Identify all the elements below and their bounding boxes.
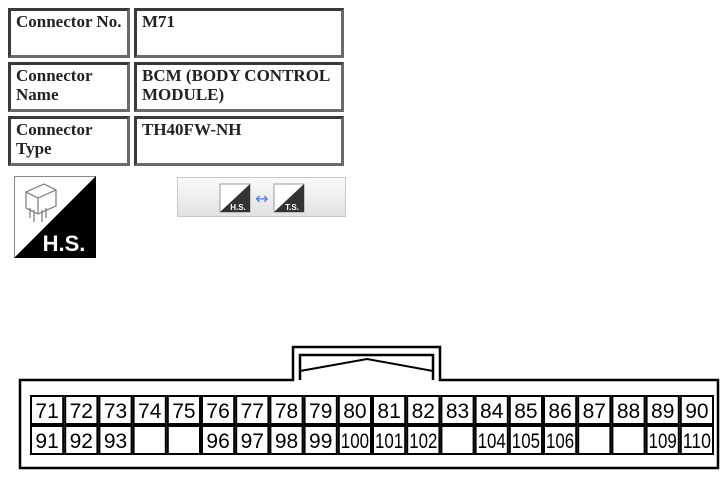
- pin-cavity: [611, 395, 646, 425]
- swap-arrow-icon: ↔: [255, 189, 268, 208]
- pin-cavity: [679, 425, 714, 455]
- pin-cavity: [30, 425, 65, 455]
- connector-diagram: 71 72 73 74 75 76 77 78 79 80 81 82 83 84 85 86 87 88 89 90…: [0, 340, 728, 478]
- pin-number: 98: [275, 430, 298, 453]
- pin-number: 92: [70, 430, 93, 453]
- pin-cavity: [645, 425, 680, 455]
- empty-pin-cavity: [132, 425, 167, 455]
- connector-name-row: Connector Name BCM (BODY CONTROL MODULE): [8, 62, 344, 112]
- view-toggle-button[interactable]: H.S. ↔ T.S.: [177, 177, 346, 217]
- pin-number: 97: [241, 430, 264, 453]
- pin-cavity: [235, 425, 270, 455]
- pin-cavity: [98, 395, 133, 425]
- pin-number: 75: [172, 400, 195, 423]
- empty-pin-cavity: [166, 425, 202, 455]
- pin-number: 83: [446, 400, 469, 423]
- view-label: H.S.: [43, 231, 86, 256]
- pin-cavity: [508, 395, 543, 425]
- pin-cavity: [269, 425, 304, 455]
- connector-no-label: Connector No.: [8, 8, 130, 58]
- pin-cavity: [543, 425, 578, 455]
- pin-number: 78: [275, 400, 298, 423]
- pin-number: 89: [651, 400, 674, 423]
- pin-cavity: [508, 425, 543, 455]
- pin-number: 82: [412, 400, 435, 423]
- connector-type-label: Connector Type: [8, 116, 130, 166]
- pin-cavity: [235, 395, 270, 425]
- terminal-side-small-icon: T.S.: [273, 183, 305, 213]
- pin-cavity: [303, 425, 338, 455]
- pin-cavity: [98, 425, 133, 455]
- pin-cavity: [474, 425, 509, 455]
- pin-cavity: [372, 395, 407, 425]
- harness-side-icon: H.S.: [14, 176, 96, 258]
- pin-number: 91: [35, 430, 58, 453]
- pin-number: 109: [649, 430, 677, 453]
- pin-cavity: [30, 395, 65, 425]
- connector-name-value: BCM (BODY CONTROL MODULE): [134, 62, 344, 112]
- pin-cavity: [64, 425, 99, 455]
- pin-cavity: [440, 395, 475, 425]
- connector-housing: [18, 345, 720, 470]
- connector-name-label: Connector Name: [8, 62, 130, 112]
- pin-cavity: [577, 395, 612, 425]
- pin-number: 100: [341, 430, 369, 453]
- pin-cavity: [132, 395, 167, 425]
- pin-number: 106: [546, 430, 574, 453]
- pin-cavity: [406, 425, 441, 455]
- pin-cavity: [166, 395, 202, 425]
- pin-number: 81: [377, 400, 400, 423]
- pin-cavity: [474, 395, 509, 425]
- pin-number: 102: [409, 430, 437, 453]
- connector-type-row: Connector Type TH40FW-NH: [8, 116, 344, 166]
- pin-number: 99: [309, 430, 332, 453]
- pin-number: 93: [104, 430, 127, 453]
- pin-number: 85: [514, 400, 537, 423]
- pin-number: 84: [480, 400, 504, 423]
- pin-number: 88: [617, 400, 640, 423]
- pin-number: 76: [206, 400, 229, 423]
- pin-number: 79: [309, 400, 332, 423]
- harness-side-small-icon: H.S.: [219, 183, 251, 213]
- pin-cavity: [645, 395, 680, 425]
- pin-cavity: [269, 395, 304, 425]
- connector-no-row: Connector No. M71: [8, 8, 344, 58]
- pin-number: 86: [548, 400, 571, 423]
- pin-number: 80: [343, 400, 366, 423]
- pin-number: 71: [35, 400, 58, 423]
- pin-number: 72: [70, 400, 93, 423]
- empty-pin-cavity: [440, 425, 475, 455]
- pin-cavity: [543, 395, 578, 425]
- pin-cavity: [406, 395, 441, 425]
- toggle-from-label: H.S.: [230, 203, 246, 212]
- connector-type-value: TH40FW-NH: [134, 116, 344, 166]
- pin-number: 87: [583, 400, 606, 423]
- connector-no-value: M71: [134, 8, 344, 58]
- pin-number: 105: [512, 430, 540, 453]
- pin-number: 104: [478, 430, 506, 453]
- pin-cavity: [64, 395, 99, 425]
- pin-cavity: [303, 395, 338, 425]
- pin-number: 77: [241, 400, 264, 423]
- pin-number: 90: [685, 400, 708, 423]
- pin-cavity: [337, 395, 372, 425]
- empty-pin-cavity: [577, 425, 612, 455]
- empty-pin-cavity: [611, 425, 646, 455]
- pin-cavity: [201, 395, 236, 425]
- pin-cavity: [337, 425, 372, 455]
- pin-cavity: [372, 425, 407, 455]
- pin-number: 74: [138, 400, 162, 423]
- pin-number: 96: [206, 430, 229, 453]
- pin-number: 110: [683, 430, 711, 453]
- pin-cavity: [679, 395, 714, 425]
- pin-number: 73: [104, 400, 127, 423]
- toggle-to-label: T.S.: [285, 203, 299, 212]
- pin-number: 101: [375, 430, 403, 453]
- pin-cavity: [201, 425, 236, 455]
